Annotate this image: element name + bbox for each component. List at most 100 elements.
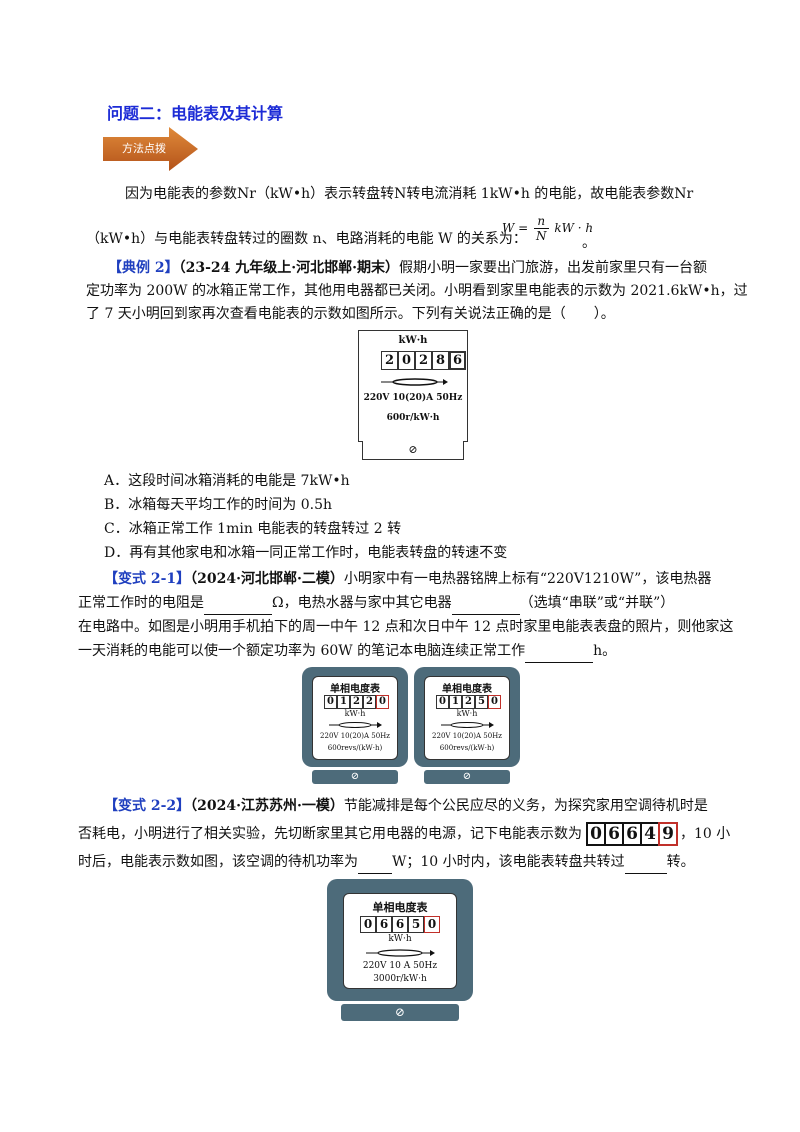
option-d: D．再有其他家电和冰箱一同正常工作时，电能表转盘的转速不变 [104,545,508,561]
variant21-line3: 在电路中。如图是小明用手机拍下的周一中午 12 点和次日中午 12 点时家里电能… [78,619,734,635]
example2-tag: 【典例 2】 [108,260,179,276]
intro-line1: 因为电能表的参数Nr（kW•h）表示转盘转N转电流消耗 1kW•h 的电能，故电… [125,186,694,202]
answer-blank-standby-power[interactable] [358,851,392,874]
example2-source: （23-24 九年级上·河北邯郸·期末） [178,260,400,276]
meter-digit: 0 [324,695,337,709]
answer-blank-resistance[interactable] [204,592,272,615]
meter-digit-decimal: 0 [488,695,501,709]
method-badge-label: 方法点拨 [122,142,166,155]
meter-photo-tuesday: 单相电度表 0 1 2 5 0 kW·h 220V 10(20)A 50Hz 6… [414,667,520,785]
meter-unit: kW·h [388,934,412,944]
meter-unit: kW·h [344,709,366,718]
rotor-disc-icon [329,722,382,728]
reading-digit: 0 [586,822,606,846]
variant22-text3a: 时后，电能表示数如图，该空调的待机功率为 [78,854,358,870]
intro-formula: W = n N kW · h [502,214,593,243]
meter-digits: 0 1 2 2 0 [324,695,389,709]
meter-knob-icon: ⊘ [312,770,398,784]
variant21-text1: 小明家中有一电热器铭牌上标有“220V1210W”，该电热器 [343,571,712,587]
variant22-text1: 节能减排是每个公民应尽的义务，为探究家用空调待机时是 [343,798,708,814]
meter-spec-2: 600r/kW·h [386,413,440,423]
meter-knob-icon: ⊘ [362,441,464,460]
variant22-text2b: ，10 小 [680,826,731,842]
formula-fraction: n N [534,214,549,243]
reading-digit: 6 [604,822,624,846]
meter-digit: 8 [432,351,449,370]
variant21-text4b: h。 [593,643,617,659]
variant21-line1: 【变式 2-1】（2024·河北邯郸·二模）小明家中有一电热器铭牌上标有“220… [104,568,711,590]
reading-digit: 6 [622,822,642,846]
formula-numerator: n [534,214,549,229]
variant22-tag: 【变式 2-2】 [104,798,191,814]
meter-photo-after-10h: 单相电度表 0 6 6 5 0 kW·h 220V 10 A 50Hz 3000… [327,879,473,1023]
meter-spec-1: 220V 10 A 50Hz [362,961,438,971]
meter-digit: 2 [350,695,363,709]
rotor-disc-icon [441,722,494,728]
meter-digit-decimal: 6 [449,351,466,370]
meter-digits: 0 1 2 5 0 [436,695,501,709]
meter-digit: 5 [408,916,424,933]
variant21-line2: 正常工作时的电阻是 Ω，电热水器与家中其它电器 （选填“串联”或“并联”） [78,592,674,615]
rotor-disc-icon [381,378,448,386]
meter-spec-2: 3000r/kW·h [373,974,427,984]
meter-digit: 0 [360,916,376,933]
variant21-text2c: （选填“串联”或“并联”） [519,595,675,611]
variant22-line3: 时后，电能表示数如图，该空调的待机功率为 W；10 小时内，该电能表转盘共转过 … [78,851,695,874]
option-c: C．冰箱正常工作 1min 电能表的转盘转过 2 转 [104,521,402,537]
meter-knob-icon: ⊘ [424,770,510,784]
variant22-source: （2024·江苏苏州·一模） [190,798,344,814]
meter-unit: kW·h [398,335,428,346]
electric-meter-figure: kW·h 2 0 2 8 6 220V 10(20)A 50Hz 600r/kW… [358,330,468,463]
variant21-text4a: 一天消耗的电能可以使一个额定功率为 60W 的笔记本电脑连续正常工作 [78,643,526,659]
meter-unit: kW·h [456,709,478,718]
meter-digit-decimal: 0 [376,695,389,709]
intro-line2: （kW•h）与电能表转盘转过的圈数 n、电路消耗的电能 W 的关系为： [86,231,527,247]
section-title: 问题二：电能表及其计算 [107,104,284,123]
variant22-text3c: 转。 [666,854,695,870]
variant21-text2b: Ω，电热水器与家中其它电器 [272,595,452,611]
variant21-source: （2024·河北邯郸·二模） [190,571,344,587]
reading-digit: 4 [640,822,660,846]
meter-digit: 2 [415,351,432,370]
example2-text1: 假期小明一家要出门旅游，出发前家里只有一台额 [399,260,708,276]
meter-digit: 0 [436,695,449,709]
formula-denominator: N [536,229,547,243]
formula-rhs: kW · h [554,221,594,235]
intro-line2-end: 。 [582,235,596,251]
meter-spec-2: 600revs/(kW·h) [327,744,383,752]
meter-digit: 6 [392,916,408,933]
formula-lhs: W = [502,221,529,235]
variant22-line1: 【变式 2-2】（2024·江苏苏州·一模）节能减排是每个公民应尽的义务，为探究… [104,795,708,817]
meter-title: 单相电度表 [330,684,380,695]
meter-digit-decimal: 0 [424,916,440,933]
meter-digit: 5 [475,695,488,709]
meter-spec-1: 220V 10(20)A 50Hz [320,732,390,740]
meter-title: 单相电度表 [442,684,492,695]
meter-body: kW·h 2 0 2 8 6 220V 10(20)A 50Hz 600r/kW… [358,330,468,442]
meter-digit: 1 [337,695,350,709]
reading-digit-decimal: 9 [658,822,678,846]
meter-spec-1: 220V 10(20)A 50Hz [363,393,463,403]
method-badge: 方法点拨 [103,127,199,171]
meter-digit: 2 [462,695,475,709]
variant22-text2a: 否耗电，小明进行了相关实验，先切断家里其它用电器的电源，记下电能表示数为 [78,826,582,842]
variant21-text2a: 正常工作时的电阻是 [78,595,204,611]
example2-line2: 定功率为 200W 的冰箱正常工作，其他用电器都已关闭。小明看到家里电能表的示数… [86,283,748,299]
answer-blank-revolutions[interactable] [624,851,667,874]
meter-digit: 6 [376,916,392,933]
option-a: A．这段时间冰箱消耗的电能是 7kW•h [104,473,350,489]
example2-line1: 【典例 2】（23-24 九年级上·河北邯郸·期末）假期小明一家要出门旅游，出发… [108,257,707,279]
variant22-text3b: W；10 小时内，该电能表转盘共转过 [392,854,625,870]
meter-digits: 0 6 6 5 0 [360,916,440,933]
arrow-shape-icon [103,127,198,171]
answer-blank-connection[interactable] [451,592,520,615]
meter-spec-1: 220V 10(20)A 50Hz [432,732,502,740]
example2-line3: 了 7 天小明回到家再次查看电能表的示数如图所示。下列有关说法正确的是（ ）。 [86,306,615,322]
meter-digit: 2 [381,351,398,370]
answer-blank-hours[interactable] [525,640,594,663]
variant21-line4: 一天消耗的电能可以使一个额定功率为 60W 的笔记本电脑连续正常工作 h。 [78,640,616,663]
variant21-tag: 【变式 2-1】 [104,571,191,587]
option-b: B．冰箱每天平均工作的时间为 0.5h [104,497,333,513]
